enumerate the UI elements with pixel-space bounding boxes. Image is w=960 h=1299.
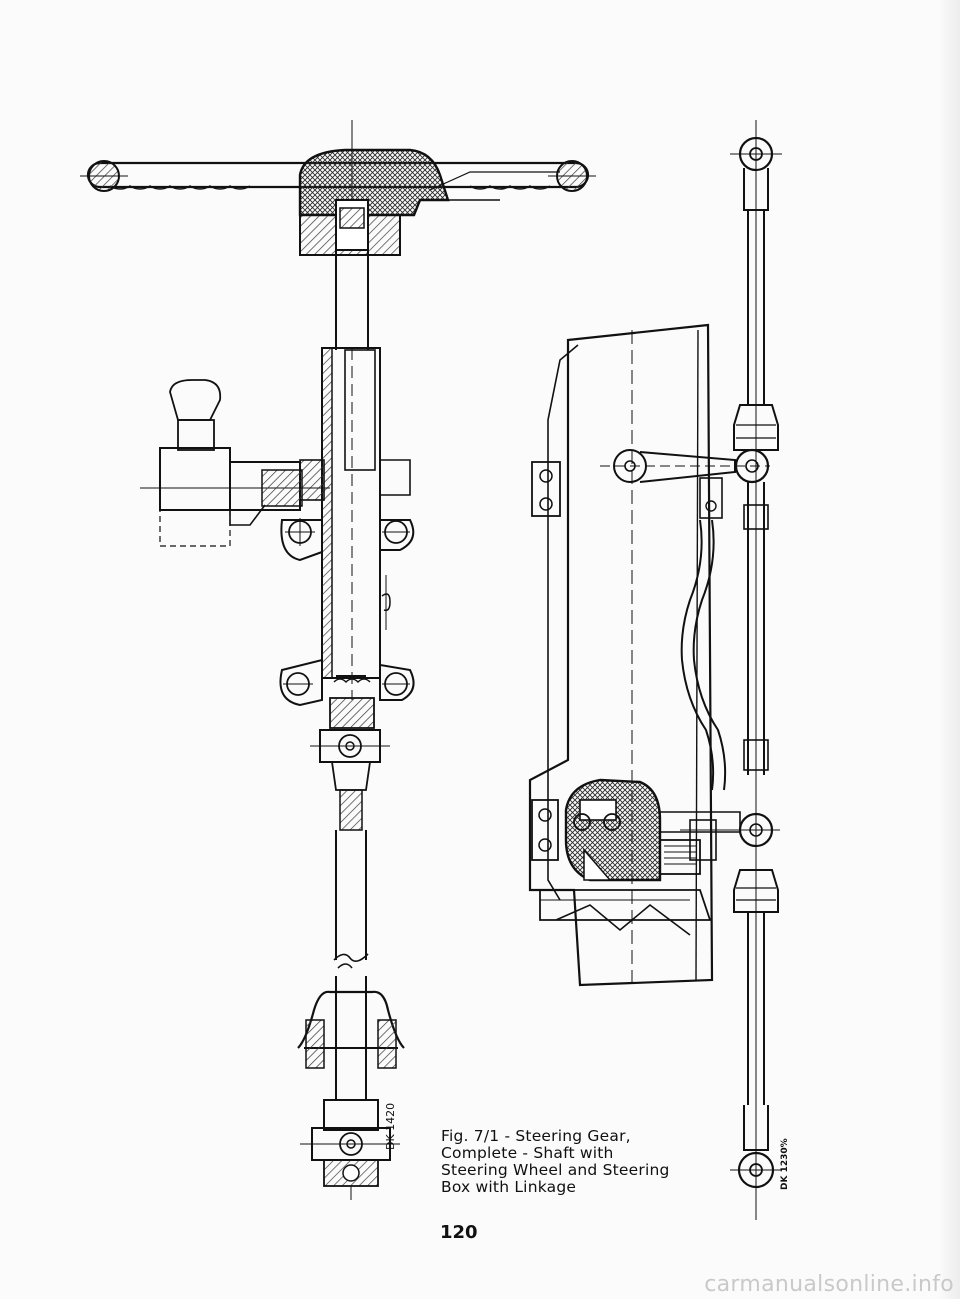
lower-coupling — [310, 675, 390, 969]
figure-code-right: DK 1230% — [780, 1138, 790, 1190]
column-bracket — [279, 518, 415, 707]
caption-line: Fig. 7/1 - Steering Gear, — [441, 1127, 631, 1145]
figure-caption: Fig. 7/1 - Steering Gear, Complete - Sha… — [441, 1128, 701, 1196]
ignition-lock — [140, 379, 330, 547]
steering-box — [531, 778, 741, 936]
figure-code-left: DK 1420 — [384, 1102, 397, 1150]
page-number: 120 — [440, 1222, 478, 1243]
steering-column — [299, 250, 411, 700]
steering-wheel — [80, 120, 596, 256]
drag-link — [680, 519, 727, 791]
caption-line: Box with Linkage — [441, 1178, 577, 1196]
tie-rod — [680, 120, 782, 1220]
caption-line: Steering Wheel and Steering — [441, 1161, 670, 1179]
idler-arm — [600, 448, 770, 484]
caption-line: Complete - Shaft with — [441, 1144, 614, 1162]
page-edge-shadow — [938, 0, 960, 1299]
watermark: carmanualsonline.info — [704, 1272, 954, 1297]
boot-and-lower-joint — [297, 976, 405, 1200]
